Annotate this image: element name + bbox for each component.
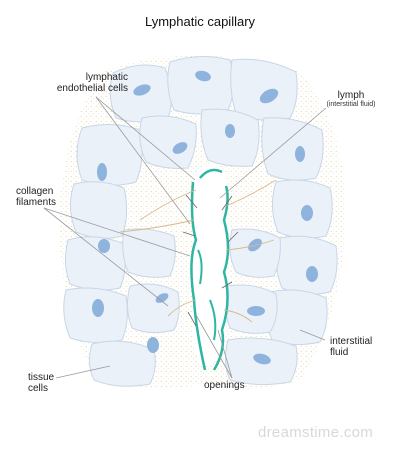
nucleus xyxy=(92,299,104,317)
leader-collagen-2 xyxy=(43,207,169,307)
nucleus xyxy=(259,88,279,104)
tissue-cell xyxy=(126,283,180,334)
nucleus xyxy=(147,337,159,353)
label-line: endothelial cells xyxy=(56,83,128,94)
label-line: tissue xyxy=(28,372,55,383)
tissue-cell xyxy=(230,58,298,121)
leader-lymph xyxy=(219,107,327,199)
flow-arrow xyxy=(182,231,196,237)
tissue-cell xyxy=(139,115,197,169)
label-lymphatic-endothelial-cells: lymphatic endothelial cells xyxy=(42,72,128,94)
tissue-cell xyxy=(276,235,338,295)
lymphatic-capillary xyxy=(190,164,230,371)
nucleus xyxy=(301,205,313,221)
tissue-cell xyxy=(261,117,324,181)
label-lymph-sub: (interstitial fluid) xyxy=(326,101,376,108)
label-openings: openings xyxy=(204,380,245,391)
label-line: interstitial xyxy=(330,336,373,347)
flow-arrows xyxy=(182,194,239,327)
flow-arrow xyxy=(221,281,233,289)
collagen-filament xyxy=(167,299,197,317)
tissue-cell xyxy=(122,228,176,278)
tissue-cells xyxy=(63,56,338,387)
nucleus xyxy=(306,266,318,282)
leader-interstitial xyxy=(299,329,326,341)
endothelial-cell-wall xyxy=(197,249,203,285)
label-tissue-cells: tissue cells xyxy=(28,372,54,394)
tissue-cell xyxy=(70,181,128,239)
nucleus xyxy=(225,124,235,138)
label-collagen-filaments: collagen filaments xyxy=(16,186,56,208)
leader-collagen-1 xyxy=(43,207,191,257)
label-lymph: lymph (interstitial fluid) xyxy=(316,90,386,109)
collagen-filament xyxy=(225,179,277,207)
tissue-cell xyxy=(167,56,234,115)
label-line: filaments xyxy=(16,197,57,208)
tissue-cell xyxy=(64,236,126,291)
flow-arrow xyxy=(185,194,198,209)
watermark: dreamstime.com xyxy=(258,424,374,441)
flow-arrow xyxy=(221,195,233,211)
flow-arrow xyxy=(227,231,239,243)
leader-openings-2 xyxy=(217,329,233,379)
label-line: collagen xyxy=(16,186,54,197)
label-line: lymph xyxy=(337,90,365,101)
tissue-cell xyxy=(88,340,156,387)
nucleus xyxy=(247,306,265,316)
nucleus xyxy=(133,84,151,96)
collagen-filament xyxy=(223,309,253,323)
cell-nuclei xyxy=(92,70,318,365)
leader-openings-1 xyxy=(195,314,233,379)
leader-lines xyxy=(43,96,327,379)
nucleus xyxy=(155,293,169,303)
collagen-filament xyxy=(225,239,275,251)
flow-arrow xyxy=(187,311,197,327)
endothelial-cell-wall xyxy=(209,299,217,341)
label-interstitial-fluid: interstitial fluid xyxy=(330,336,372,358)
leader-endothelial-2 xyxy=(95,96,191,225)
nucleus xyxy=(172,142,188,154)
tissue-cell xyxy=(229,228,281,278)
label-line: fluid xyxy=(330,347,349,358)
endothelial-cell-wall xyxy=(190,181,207,371)
collagen-filament xyxy=(139,189,197,221)
label-line: lymphatic xyxy=(85,72,128,83)
endothelial-cell-wall xyxy=(199,168,223,179)
label-line: cells xyxy=(28,383,49,394)
endothelial-cell-wall xyxy=(212,185,230,371)
tissue-cell xyxy=(76,124,143,186)
nucleus xyxy=(97,163,107,181)
leader-endothelial-1 xyxy=(95,96,196,181)
nucleus xyxy=(295,146,305,162)
leader-tissue xyxy=(55,365,111,379)
nucleus xyxy=(98,239,110,253)
diagram-title: Lymphatic capillary xyxy=(144,14,256,29)
nucleus xyxy=(253,353,271,365)
capillary-lumen xyxy=(193,164,228,367)
nucleus xyxy=(195,70,211,82)
